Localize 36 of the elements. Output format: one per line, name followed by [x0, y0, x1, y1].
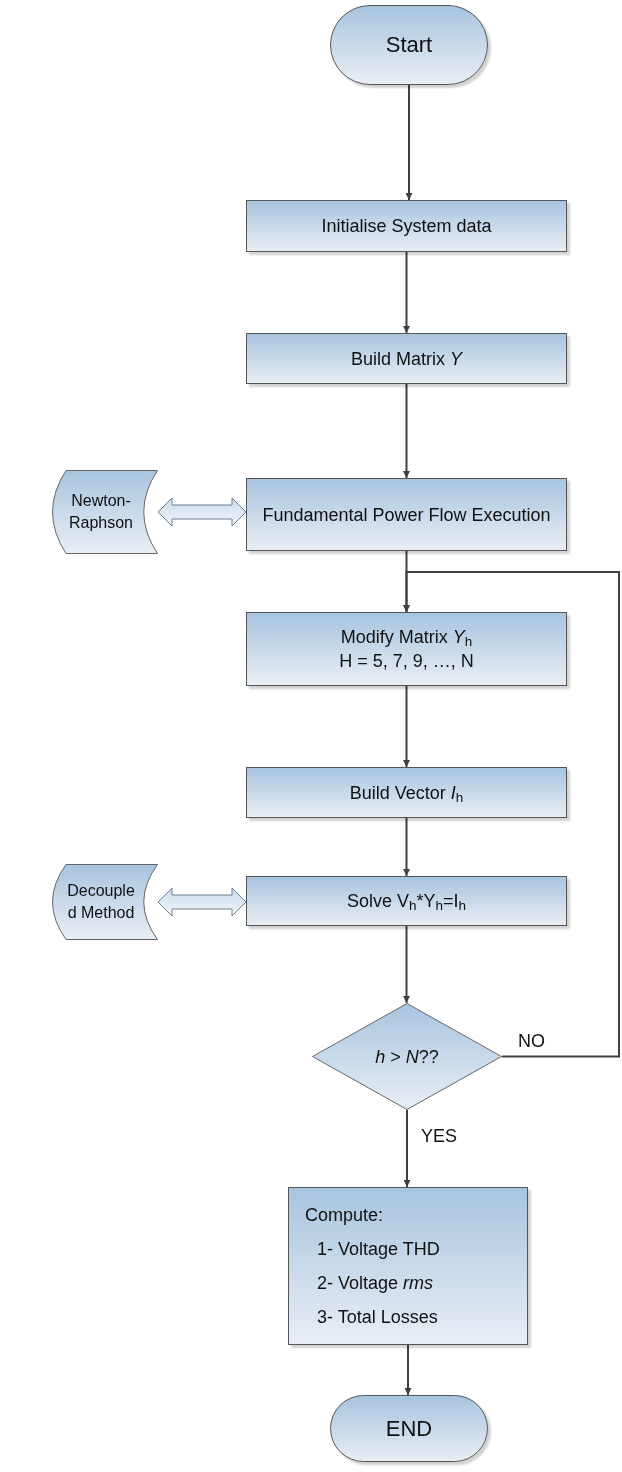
arrow — [403, 685, 410, 768]
node-text: H = 5, 7, 9, …, N — [338, 650, 475, 673]
process-box — [246, 333, 567, 384]
node-text: Build Matrix Y — [349, 347, 464, 371]
node-text: Build Vector I$_{h}$ — [348, 781, 465, 805]
process-box — [246, 767, 567, 818]
node-text: Initialise System data — [320, 215, 493, 238]
list-item: 3- Total Losses — [316, 1306, 439, 1329]
process-box — [246, 200, 567, 252]
terminal-pill — [330, 5, 488, 85]
process-box — [246, 612, 567, 686]
node-text: Newton-Raphson — [67, 491, 134, 533]
arrow — [405, 84, 413, 201]
list-item: 2- Voltage rms — [316, 1272, 435, 1295]
arrow — [403, 571, 620, 1058]
node-text: h > N?? — [375, 1045, 439, 1069]
node-text: Modify Matrix Y$_{h}$ — [339, 626, 474, 649]
arrow — [403, 925, 410, 1004]
list-item: 1- Voltage THD — [316, 1238, 441, 1261]
process-box — [246, 478, 567, 551]
arrow — [403, 817, 410, 877]
arrow — [403, 383, 410, 479]
node-text: Start — [384, 33, 434, 57]
node-text: Fundamental Power Flow Execution — [261, 503, 552, 527]
arrow — [403, 1109, 411, 1188]
double-arrow — [157, 887, 247, 917]
process-box — [246, 876, 567, 926]
arrow — [404, 1344, 412, 1396]
node-heading: Compute: — [305, 1204, 385, 1227]
double-arrow — [157, 497, 247, 527]
process-box — [288, 1187, 528, 1345]
terminal-pill — [330, 1395, 488, 1462]
node-text: Decouple d Method — [66, 881, 136, 923]
arrow — [403, 251, 410, 334]
node-text: Solve V$_{h}$*Y$_{h}$=I$_{h}$ — [345, 890, 468, 913]
node-text: END — [384, 1416, 434, 1441]
